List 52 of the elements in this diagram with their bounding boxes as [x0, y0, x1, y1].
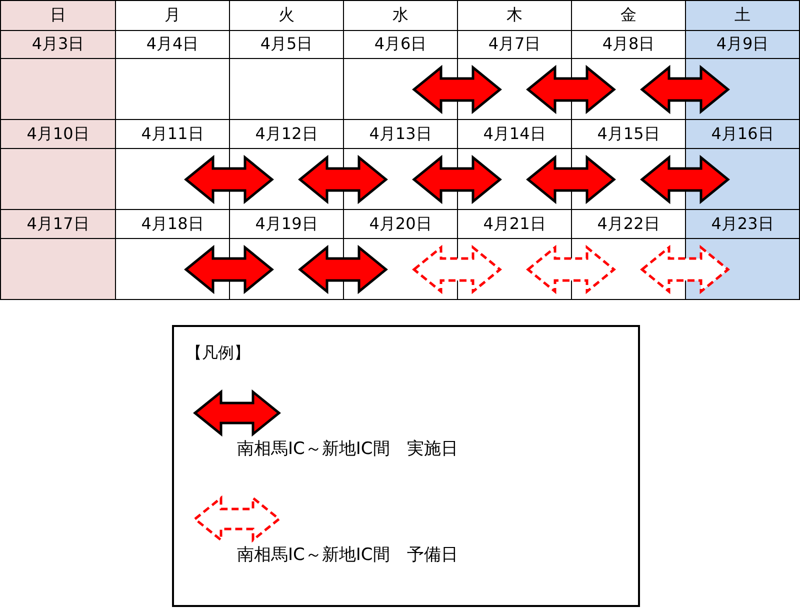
weekday-label: 水	[392, 5, 408, 26]
date-label: 4月10日	[26, 124, 90, 144]
legend-text: 南相馬IC～新地IC間 実施日	[237, 438, 458, 460]
legend-title: 【凡例】	[186, 343, 250, 364]
double-arrow	[184, 154, 274, 204]
date-label: 4月13日	[369, 124, 432, 144]
date-label: 4月16日	[711, 124, 774, 144]
date-label: 4月18日	[141, 214, 204, 234]
date-label: 4月3日	[32, 34, 84, 55]
date-label: 4月22日	[597, 214, 660, 234]
date-label: 4月20日	[369, 214, 432, 234]
date-label: 4月15日	[597, 124, 660, 144]
legend-text: 南相馬IC～新地IC間 予備日	[237, 544, 458, 566]
date-label: 4月8日	[602, 34, 655, 55]
date-label: 4月17日	[26, 214, 90, 234]
weekday-label: 火	[278, 5, 294, 26]
weekday-label: 日	[50, 5, 66, 26]
date-cell	[685, 119, 800, 149]
date-cell	[0, 119, 116, 149]
double-arrow	[526, 244, 616, 294]
double-arrow	[412, 154, 502, 204]
weekday-label: 土	[734, 5, 750, 26]
date-label: 4月7日	[488, 34, 541, 55]
weekday-label: 木	[506, 5, 522, 26]
double-arrow	[298, 154, 388, 204]
double-arrow	[298, 244, 388, 294]
date-label: 4月11日	[141, 124, 204, 144]
date-label: 4月12日	[255, 124, 318, 144]
date-label: 4月4日	[146, 34, 199, 55]
double-arrow	[640, 64, 730, 114]
weekday-cell	[685, 0, 800, 31]
date-label: 4月5日	[260, 34, 313, 55]
double-arrow	[526, 64, 616, 114]
date-label: 4月19日	[255, 214, 318, 234]
double-arrow	[412, 244, 502, 294]
date-label: 4月14日	[483, 124, 546, 144]
double-arrow	[640, 154, 730, 204]
weekday-cell	[0, 0, 116, 31]
date-label: 4月6日	[374, 34, 427, 55]
date-label: 4月9日	[716, 34, 769, 55]
double-arrow	[412, 64, 502, 114]
weekday-label: 月	[164, 5, 180, 26]
date-label: 4月23日	[711, 214, 774, 234]
date-cell	[0, 209, 116, 239]
double-arrow	[526, 154, 616, 204]
date-cell	[685, 209, 800, 239]
date-label: 4月21日	[483, 214, 546, 234]
date-cell	[685, 30, 800, 59]
double-arrow	[184, 244, 274, 294]
date-cell	[0, 30, 116, 59]
weekday-label: 金	[620, 5, 636, 26]
double-arrow	[640, 244, 730, 294]
